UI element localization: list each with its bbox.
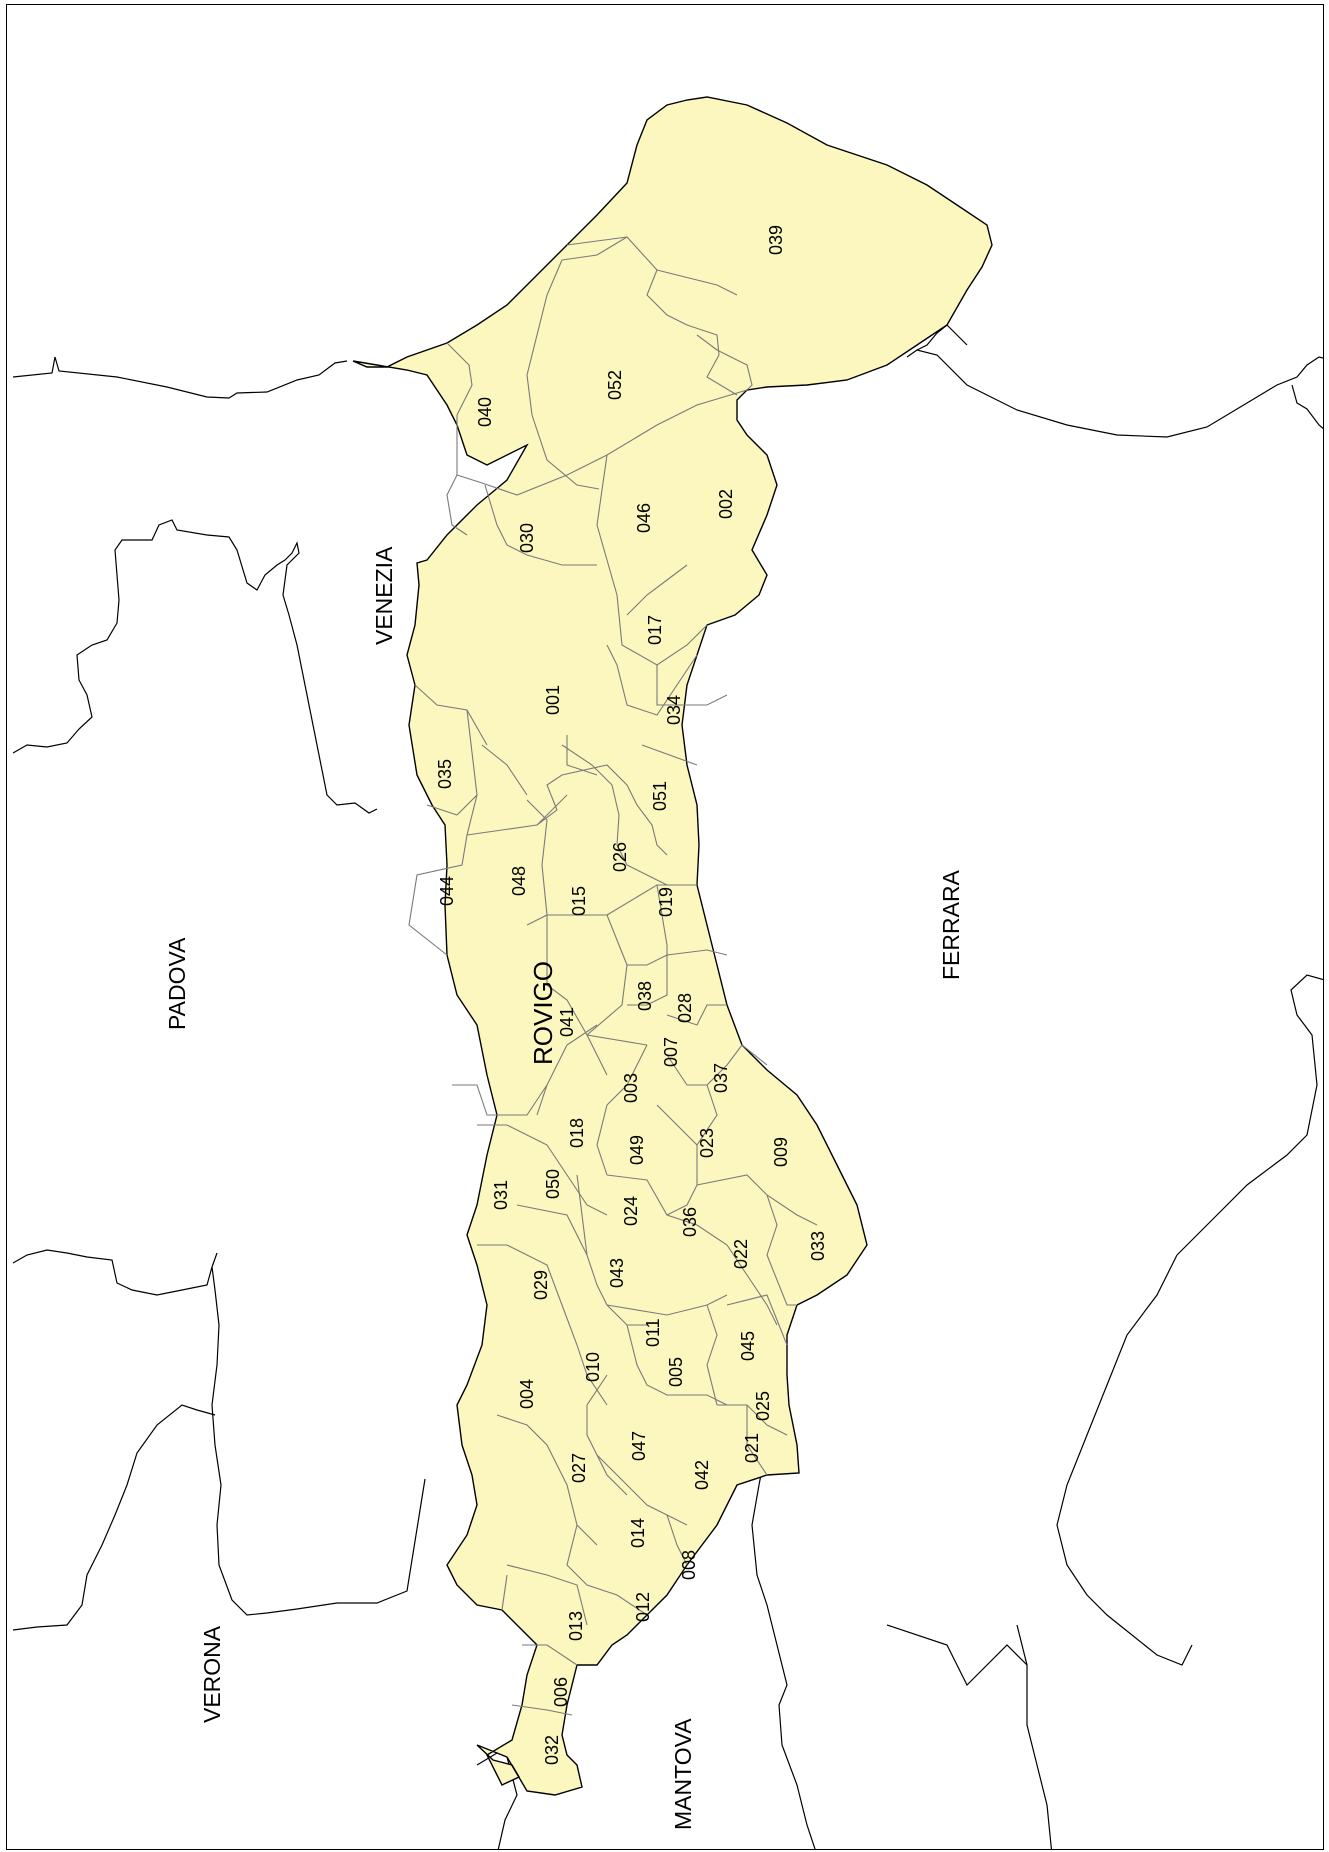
comune-label: 039 xyxy=(766,225,786,255)
rovigo-province-area xyxy=(352,96,993,1796)
comune-label: 050 xyxy=(543,1169,563,1199)
comune-label: 029 xyxy=(531,1270,551,1300)
comune-labels: 039 052 040 030 046 002 017 001 034 035 … xyxy=(435,225,828,1765)
ferrara-lower-border xyxy=(1016,1624,1053,1849)
comune-label: 022 xyxy=(731,1239,751,1269)
comune-label: 034 xyxy=(664,695,684,725)
comune-label: 030 xyxy=(517,523,537,553)
comune-label: 036 xyxy=(680,1207,700,1237)
comune-label: 035 xyxy=(435,759,455,789)
venezia-padova-border xyxy=(12,519,378,814)
comune-label: 018 xyxy=(567,1118,587,1148)
comune-label: 033 xyxy=(808,1231,828,1261)
comune-label: 032 xyxy=(542,1735,562,1765)
comune-label: 019 xyxy=(656,887,676,917)
comune-label: 021 xyxy=(742,1433,762,1463)
comune-label: 025 xyxy=(753,1391,773,1421)
padova-label: PADOVA xyxy=(164,937,190,1030)
comune-label: 042 xyxy=(692,1460,712,1490)
verona-border xyxy=(12,1404,216,1631)
comune-label: 023 xyxy=(697,1128,717,1158)
verona-label: VERONA xyxy=(199,1625,225,1723)
comune-label: 009 xyxy=(771,1137,791,1167)
comune-label: 044 xyxy=(437,876,457,906)
comune-label: 040 xyxy=(475,397,495,427)
ferrara-south-border xyxy=(1176,974,1323,1256)
comune-label: 031 xyxy=(491,1180,511,1210)
neighbor-borders xyxy=(12,324,1323,1849)
comune-label: 014 xyxy=(628,1518,648,1548)
comune-label: 010 xyxy=(583,1352,603,1382)
comune-label: 008 xyxy=(679,1550,699,1580)
comune-label: 002 xyxy=(716,489,736,519)
comune-label: 003 xyxy=(621,1073,641,1103)
delta-lagoon-border xyxy=(916,324,968,351)
comune-label: 045 xyxy=(738,1331,758,1361)
comune-label: 046 xyxy=(634,503,654,533)
comune-label: 043 xyxy=(607,1258,627,1288)
mantova-ferrara-border xyxy=(751,1453,816,1849)
mantova-label: MANTOVA xyxy=(670,1718,696,1830)
comune-label: 049 xyxy=(627,1135,647,1165)
comune-label: 041 xyxy=(557,1007,577,1037)
comune-label: 006 xyxy=(551,1677,571,1707)
comune-label: 013 xyxy=(566,1611,586,1641)
mantova-lower-border xyxy=(886,1624,1028,1687)
comune-label: 051 xyxy=(650,781,670,811)
comuni-borders xyxy=(408,236,818,1716)
comune-label: 015 xyxy=(569,886,589,916)
rovigo-label: ROVIGO xyxy=(528,961,558,1065)
comune-label: 012 xyxy=(633,1592,653,1622)
venezia-label: VENEZIA xyxy=(371,546,397,645)
ferrara-southwest-border xyxy=(1056,1254,1193,1666)
comune-label: 047 xyxy=(629,1431,649,1461)
comune-label: 037 xyxy=(711,1063,731,1093)
comune-label: 026 xyxy=(610,842,630,872)
comune-label: 001 xyxy=(543,685,563,715)
map-frame: VENEZIA PADOVA FERRARA VERONA MANTOVA RO… xyxy=(6,4,1324,1850)
ferrara-label: FERRARA xyxy=(938,869,964,980)
comune-label: 024 xyxy=(621,1196,641,1226)
province-map: VENEZIA PADOVA FERRARA VERONA MANTOVA RO… xyxy=(12,96,1323,1849)
padova-verona-border xyxy=(12,1249,426,1616)
ferrara-coast-border xyxy=(906,349,1323,438)
comune-label: 048 xyxy=(509,866,529,896)
comune-label: 004 xyxy=(517,1379,537,1409)
comune-label: 038 xyxy=(635,981,655,1011)
venezia-coastline-border xyxy=(12,356,348,399)
comune-label: 052 xyxy=(605,370,625,400)
comune-label: 007 xyxy=(661,1037,681,1067)
comune-label: 005 xyxy=(666,1357,686,1387)
comune-label: 011 xyxy=(643,1318,663,1347)
comune-label: 027 xyxy=(569,1453,589,1483)
comune-label: 028 xyxy=(675,993,695,1023)
comune-label: 017 xyxy=(645,615,665,645)
ferrara-east-border xyxy=(1291,384,1323,430)
